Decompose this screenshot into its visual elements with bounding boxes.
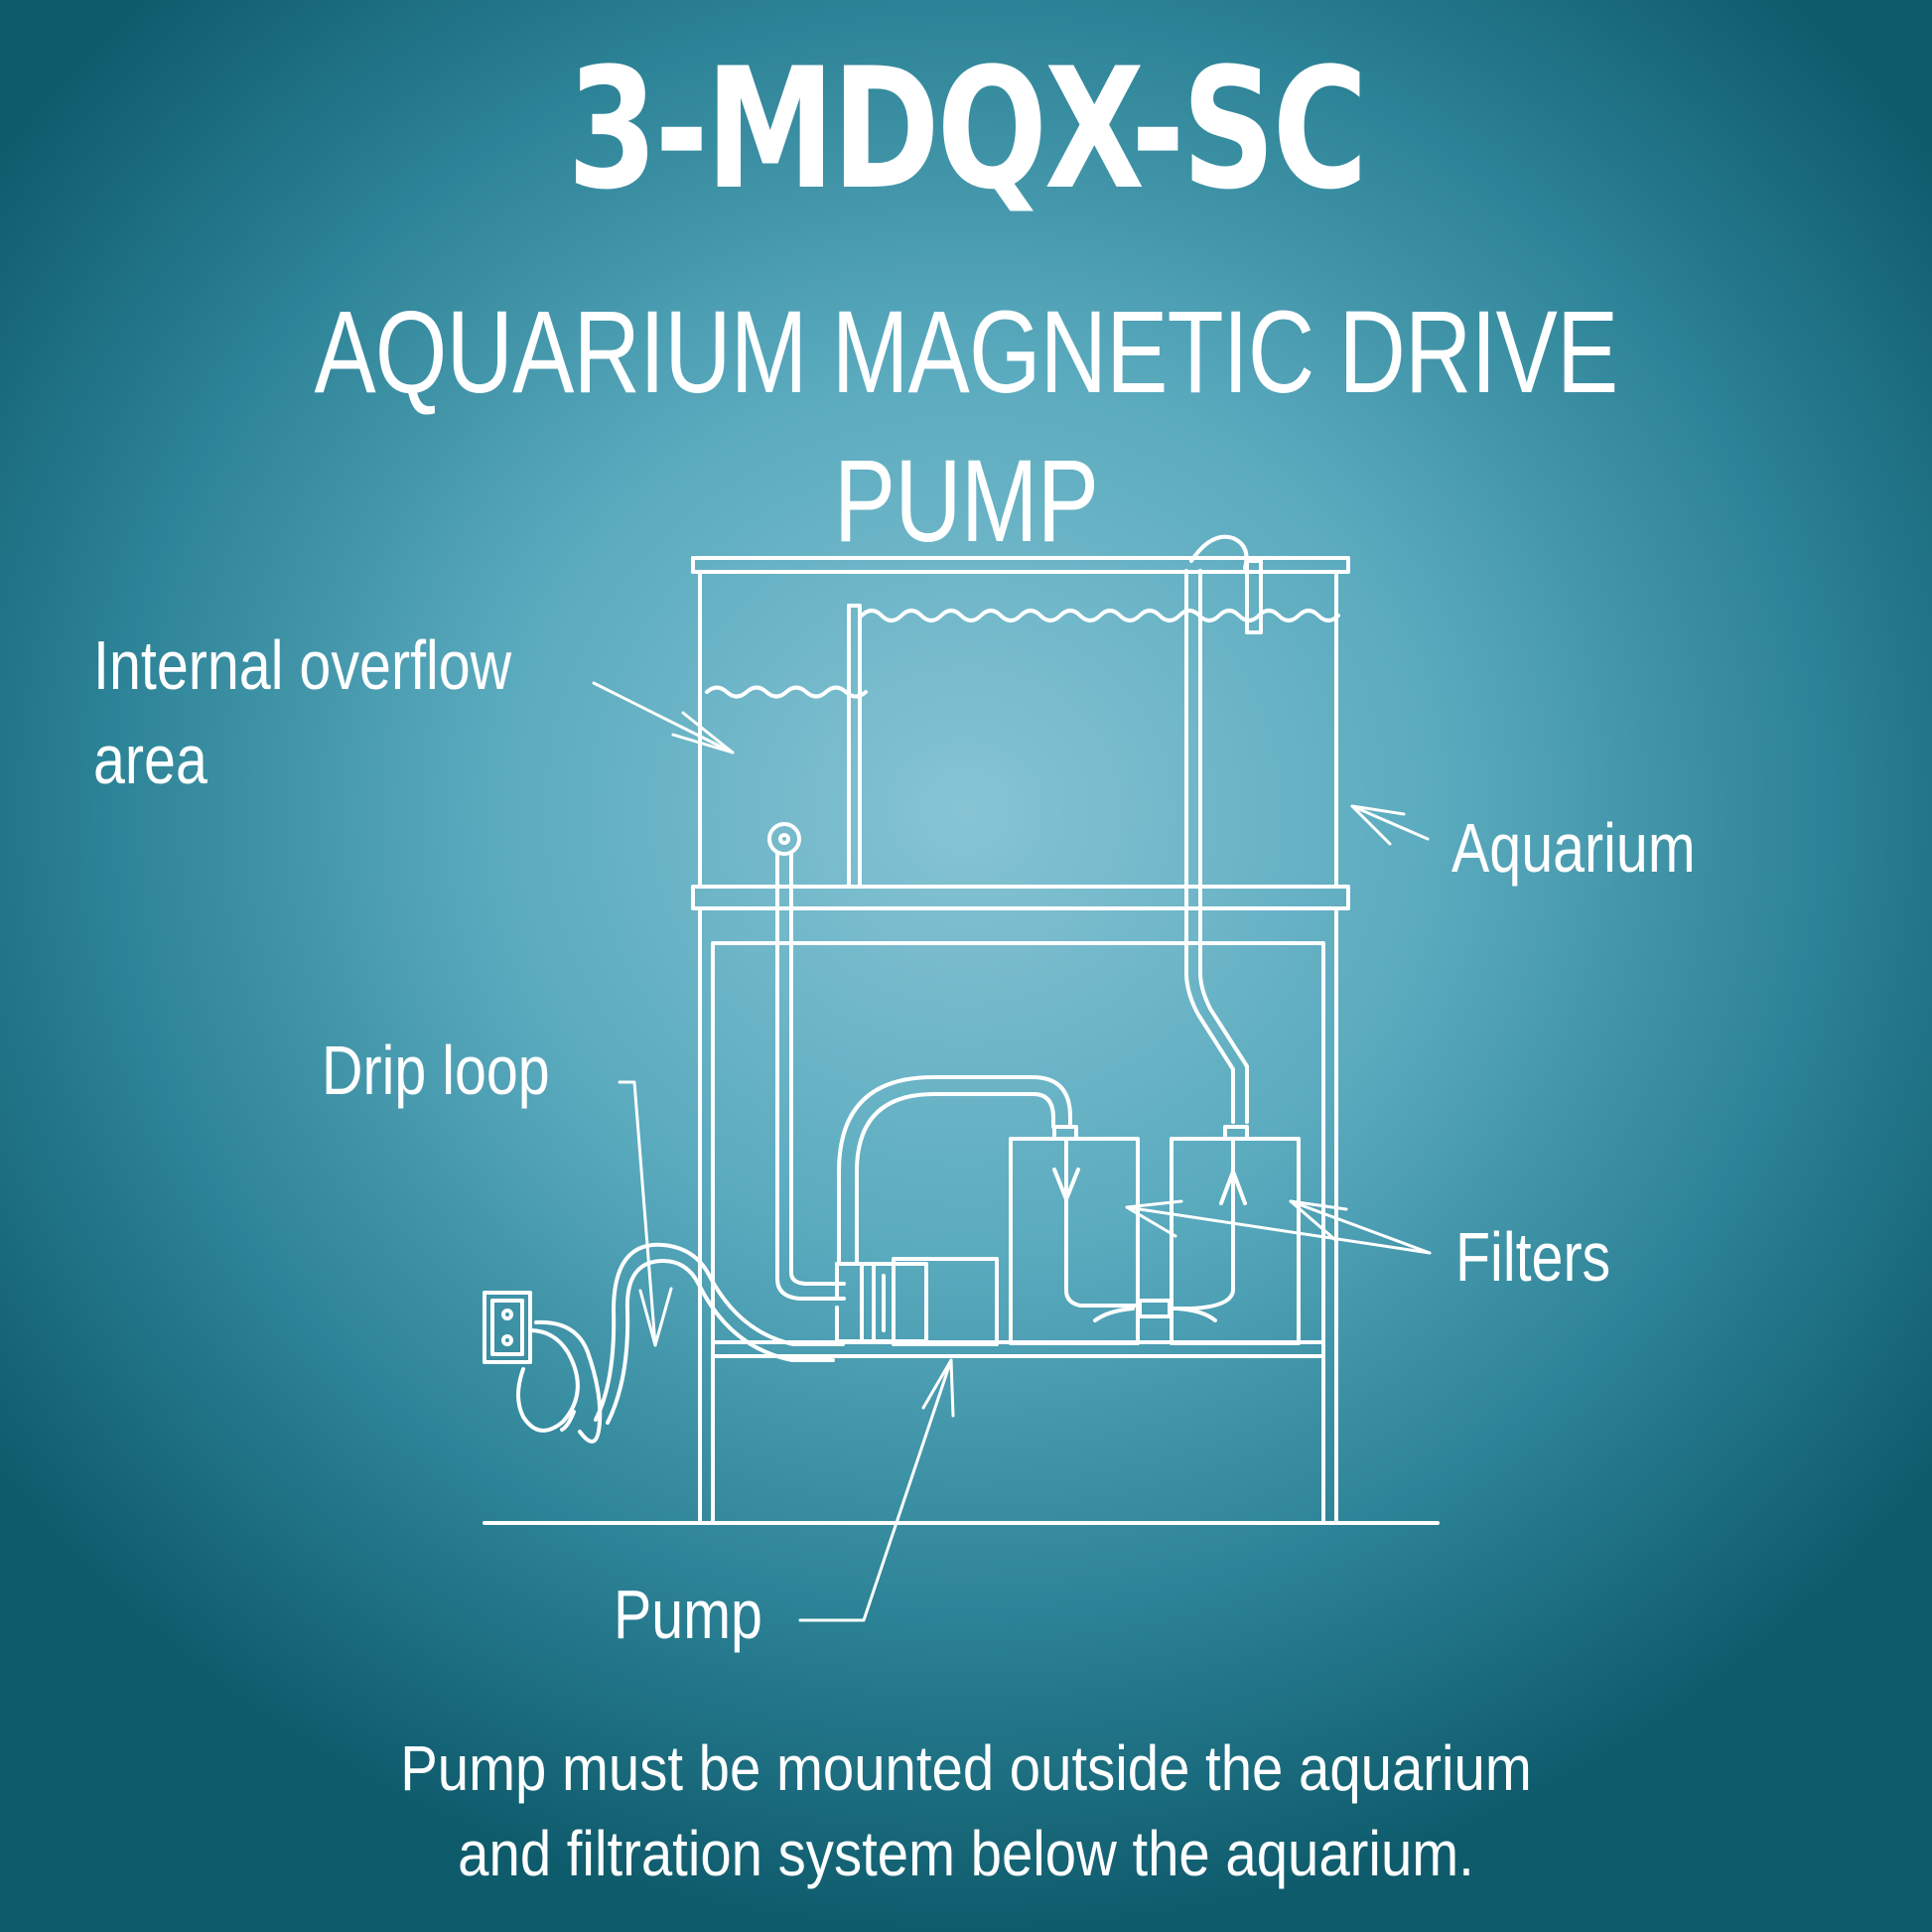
mounting-note: Pump must be mounted outside the aquariu… bbox=[116, 1725, 1816, 1896]
pump-unit bbox=[835, 1075, 1072, 1346]
aquarium-stand bbox=[698, 906, 1338, 1525]
mounting-note-line-2: and filtration system below the aquarium… bbox=[458, 1818, 1474, 1889]
label-pump: Pump bbox=[614, 1576, 762, 1653]
label-internal-overflow-area: area bbox=[93, 721, 207, 798]
filter-canisters bbox=[1009, 1125, 1301, 1345]
drain-bulkhead bbox=[767, 822, 846, 1301]
aquarium-tank bbox=[691, 534, 1350, 1124]
label-internal-overflow: Internal overflow bbox=[93, 626, 512, 704]
product-title: 3-MDQX-SC bbox=[567, 32, 1367, 226]
mounting-note-line-1: Pump must be mounted outside the aquariu… bbox=[400, 1732, 1532, 1804]
label-aquarium: Aquarium bbox=[1451, 809, 1696, 887]
label-filters: Filters bbox=[1455, 1218, 1611, 1296]
product-subtitle: AQUARIUM MAGNETIC DRIVE PUMP bbox=[314, 287, 1619, 567]
wall-outlet-and-cord bbox=[483, 1242, 845, 1444]
callout-arrows bbox=[592, 681, 1432, 1622]
label-drip-loop: Drip loop bbox=[322, 1032, 550, 1109]
